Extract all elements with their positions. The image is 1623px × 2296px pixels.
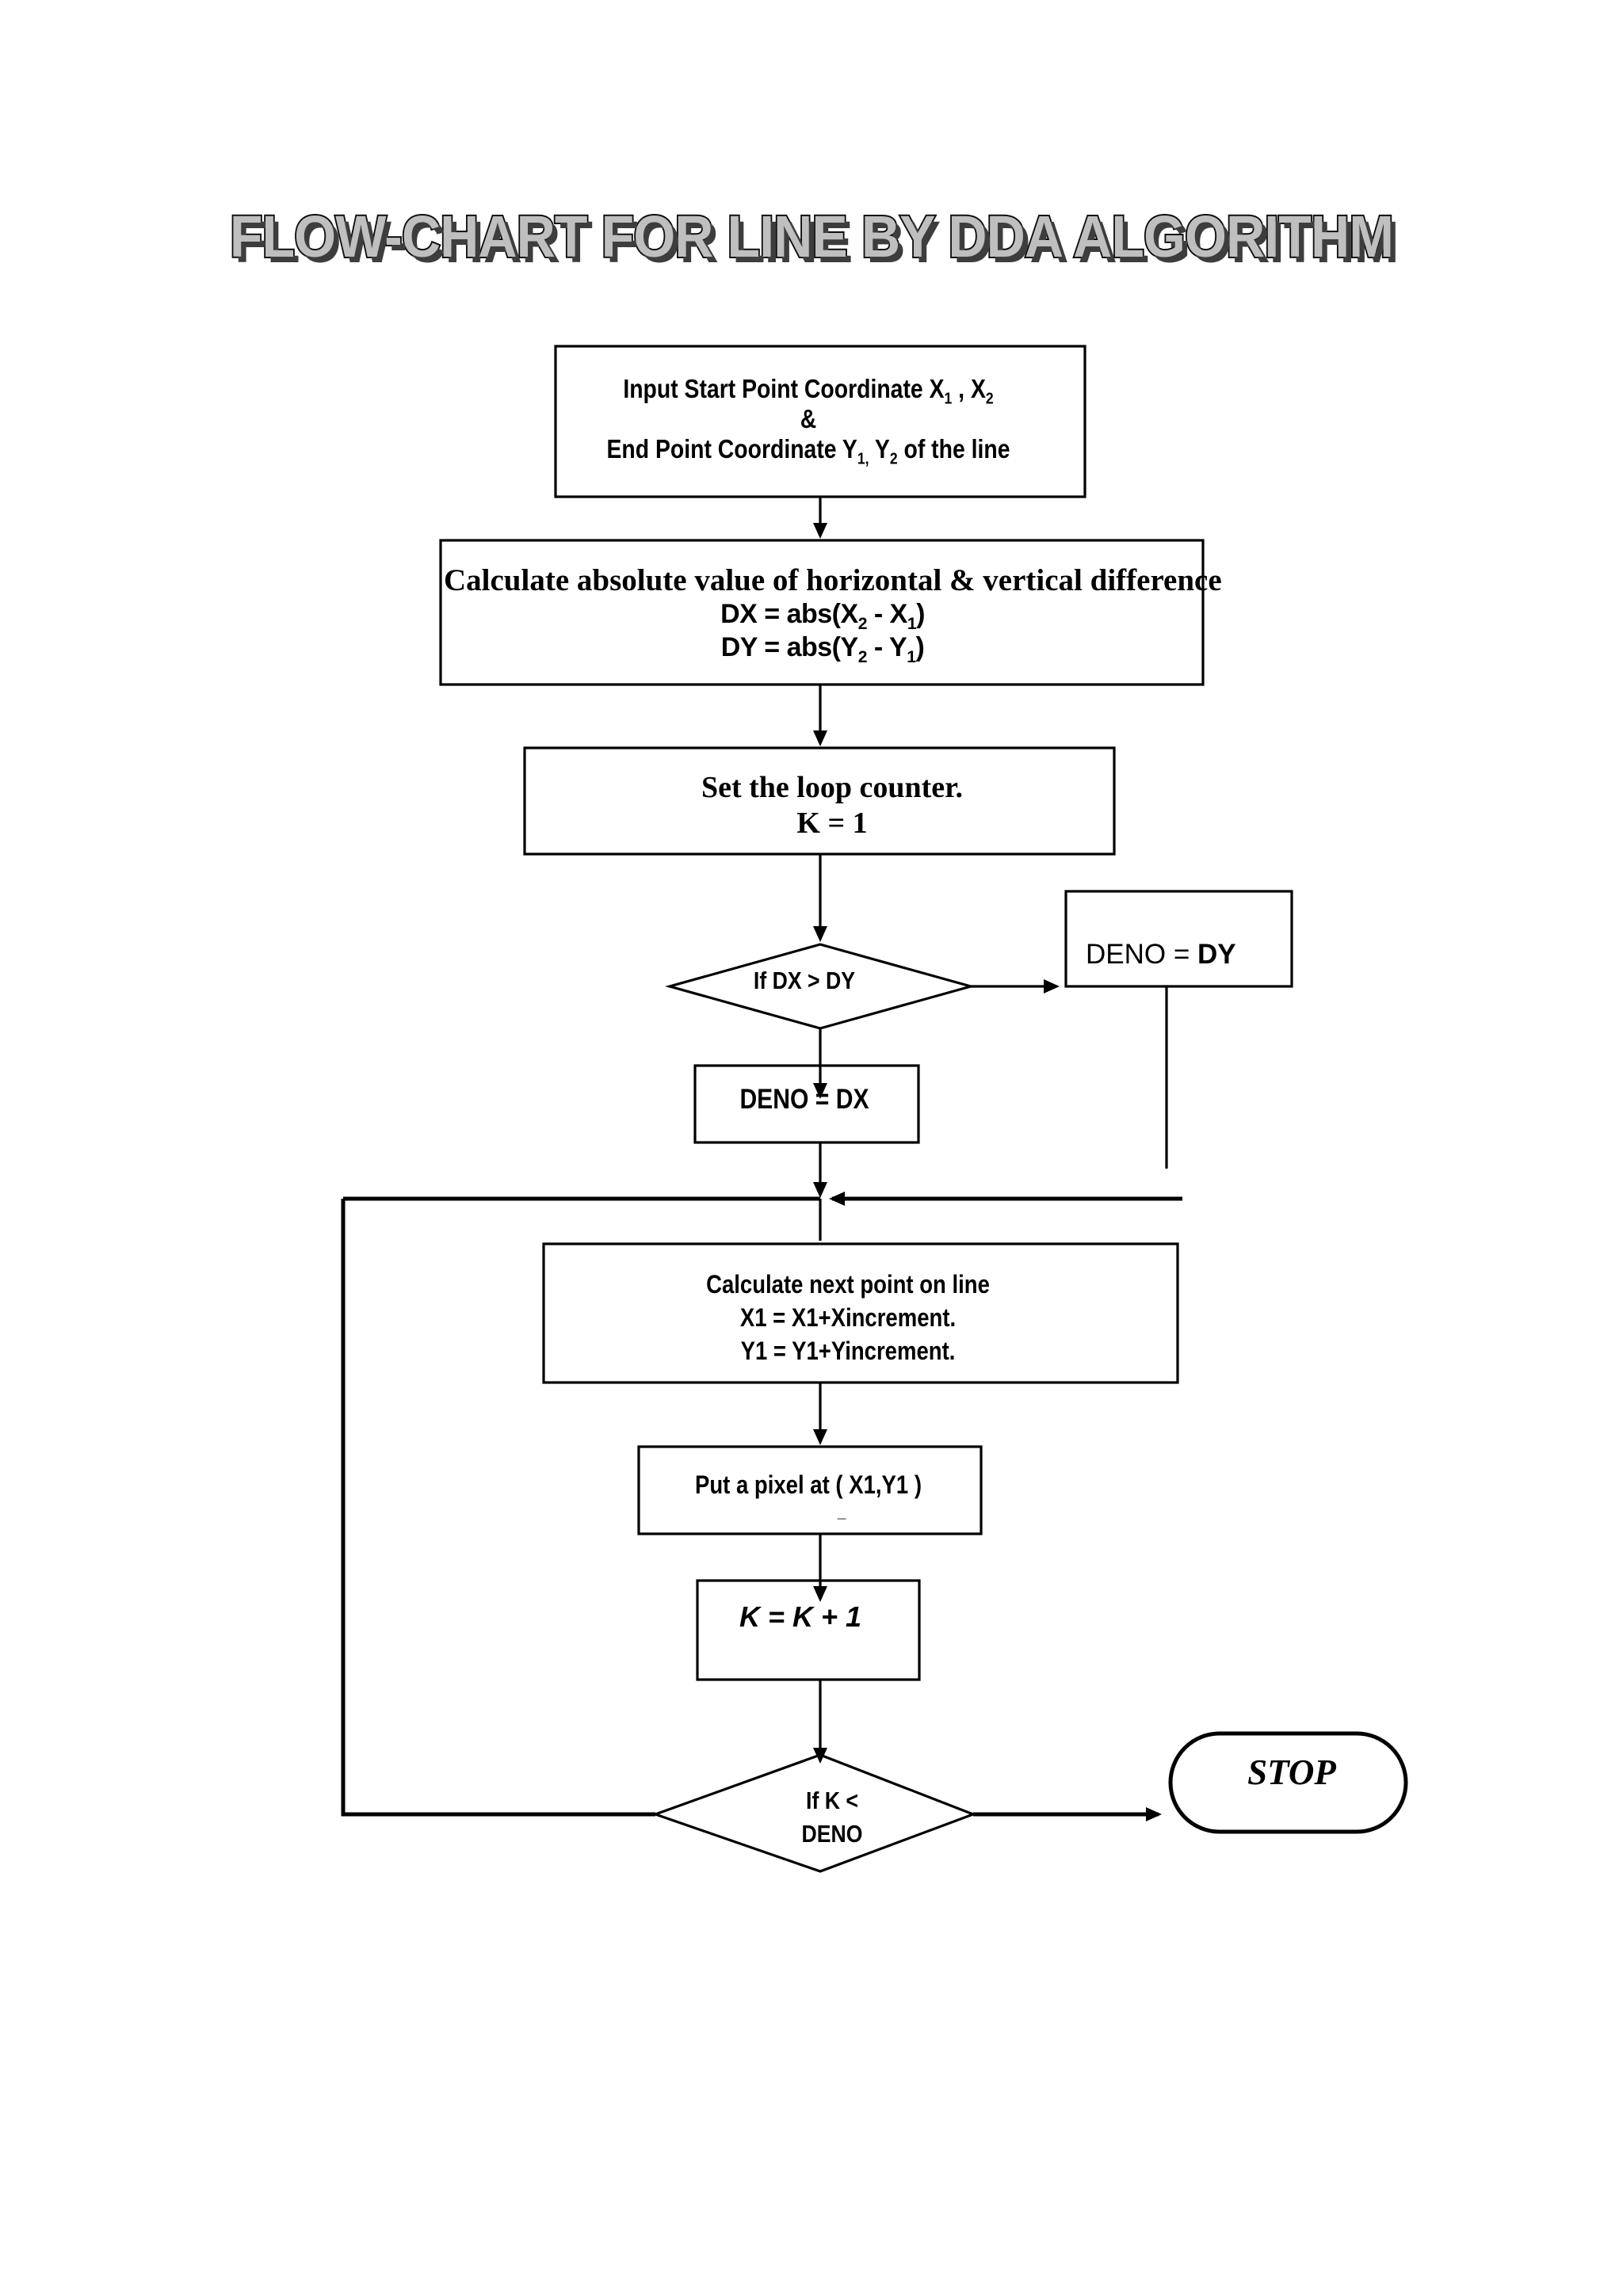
node-if-k-deno-diamond (651, 1753, 977, 1873)
node-deno-dy-box (1064, 890, 1293, 988)
node-set-loop-box (523, 746, 1116, 856)
node-stop-stadium (1168, 1731, 1408, 1834)
node-if-dx-dy-diamond (665, 943, 976, 1030)
node-put-pixel-box (637, 1445, 983, 1535)
connector-loopback-rail (341, 1199, 655, 1817)
node-deno-dx-box (693, 1064, 920, 1144)
node-k-plus-1-box (696, 1579, 921, 1681)
node-next-point-box (542, 1242, 1179, 1384)
node-input-box (554, 345, 1086, 498)
node-calc-diff-box (439, 539, 1205, 686)
